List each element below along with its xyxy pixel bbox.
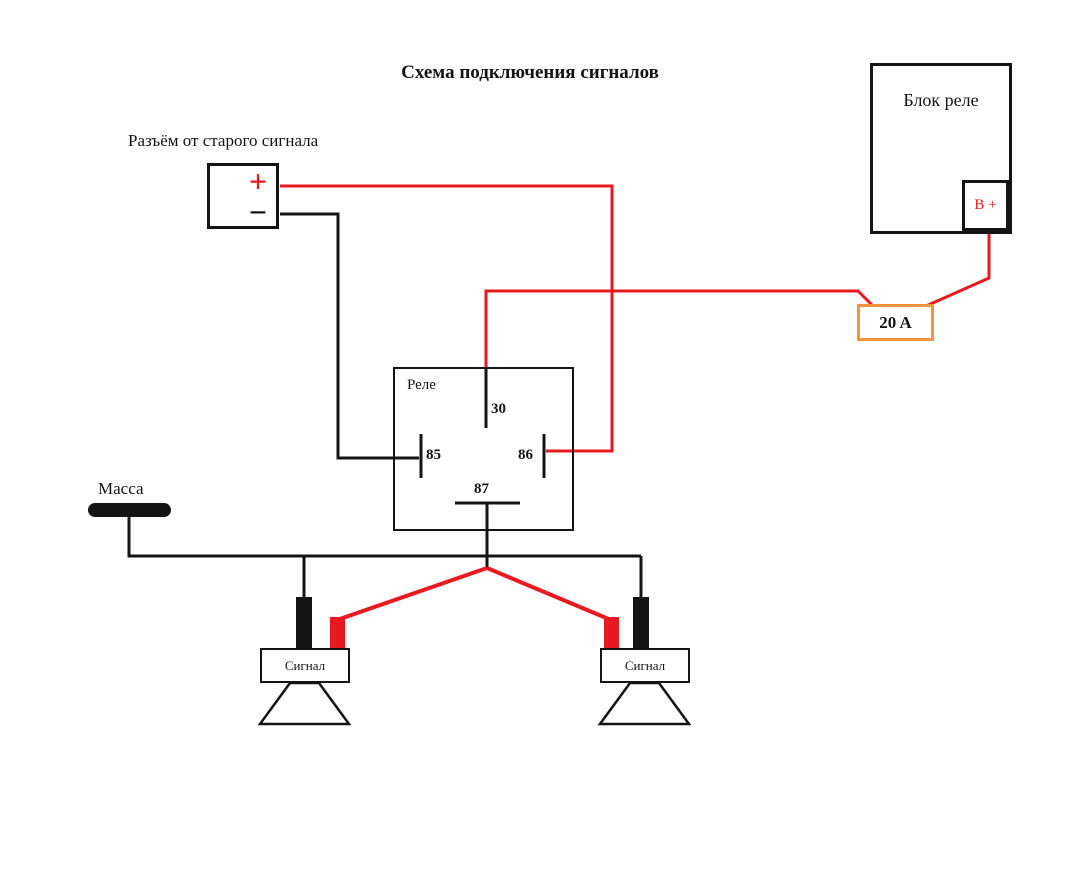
left-horn-bell: [257, 681, 352, 726]
plus-symbol: +: [248, 163, 268, 199]
left-horn-label: Сигнал: [284, 657, 326, 673]
relay-pin85-label: 85: [426, 447, 441, 463]
ground-bar: [88, 503, 171, 517]
relay-pin87-label: 87: [474, 481, 489, 497]
ground-label: Масса: [98, 479, 144, 498]
left-horn-red-terminal: [330, 617, 345, 648]
old-connector-label: Разъём от старого сигнала: [128, 131, 319, 150]
old-connector-box: [207, 163, 279, 229]
wire-plus-to-pin86: [280, 184, 614, 453]
right-horn-box: Сигнал: [600, 648, 690, 683]
wire-minus-to-pin85: [280, 212, 419, 460]
relay-block-box: Блок реле: [870, 63, 1012, 234]
wire-pin87-to-left-horn: [336, 566, 488, 622]
wire-fuse-to-pin30: [484, 289, 874, 368]
bplus-terminal-box: B +: [962, 180, 1009, 231]
diagram-title: Схема подключения сигналов: [401, 62, 659, 83]
relay-label: Реле: [407, 377, 436, 393]
minus-symbol: −: [248, 194, 268, 230]
left-horn-black-terminal: [296, 597, 312, 648]
bplus-terminal-label: B +: [974, 197, 997, 213]
fuse-box: 20 A: [857, 304, 934, 341]
wire-ground-bus: [127, 517, 641, 558]
wire-pin87-to-right-horn: [486, 566, 612, 622]
relay-box: Реле: [393, 367, 574, 531]
left-horn-box: Сигнал: [260, 648, 350, 683]
wire-bplus-to-fuse: [925, 231, 991, 308]
relay-pin30-label: 30: [491, 401, 506, 417]
right-horn-red-terminal: [604, 617, 619, 648]
right-horn-black-terminal: [633, 597, 649, 648]
right-horn-label: Сигнал: [624, 657, 666, 673]
relay-pin86-label: 86: [518, 447, 533, 463]
right-horn-bell: [597, 681, 692, 726]
relay-block-label: Блок реле: [903, 90, 979, 110]
